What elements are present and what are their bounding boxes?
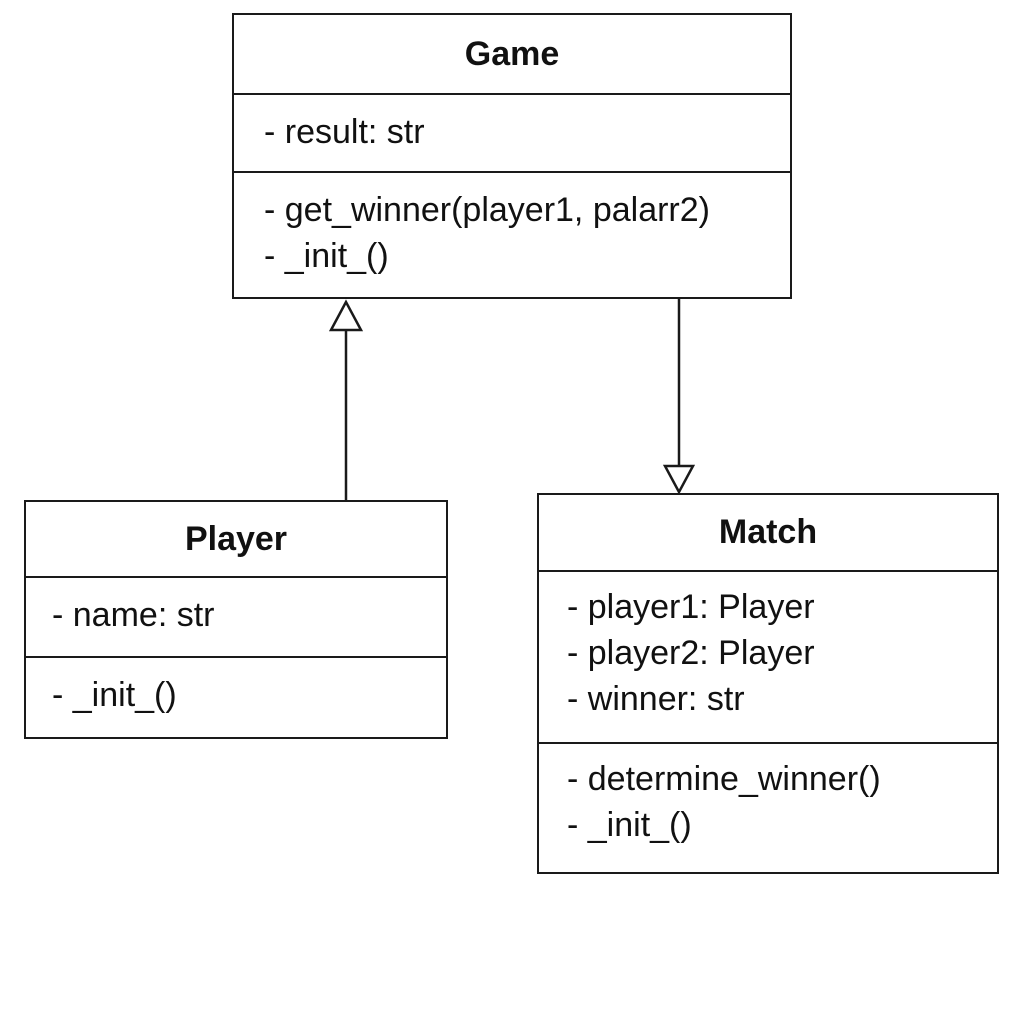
game-to-match-arrowhead-icon <box>662 464 696 495</box>
match-attribute-player1: - player1: Player <box>567 588 815 626</box>
player-operations: - _init_() <box>26 658 446 718</box>
game-attributes: - result: str <box>234 95 790 173</box>
game-attribute-result: - result: str <box>264 113 425 151</box>
match-operations: - determine_winner() - _init_() <box>539 744 997 848</box>
match-operation-init: - _init_() <box>567 806 692 844</box>
game-class-name: Game <box>234 15 790 95</box>
game-class[interactable]: Game - result: str - get_winner(player1,… <box>232 13 792 299</box>
player-operation-init: - _init_() <box>52 676 177 714</box>
player-attribute-name: - name: str <box>52 596 215 634</box>
match-class-name: Match <box>539 495 997 572</box>
match-operation-determine-winner: - determine_winner() <box>567 760 881 798</box>
player-class-name: Player <box>26 502 446 578</box>
player-attributes: - name: str <box>26 578 446 658</box>
match-attributes: - player1: Player - player2: Player - wi… <box>539 572 997 744</box>
game-operation-get-winner: - get_winner(player1, palarr2) <box>264 191 710 229</box>
game-operations: - get_winner(player1, palarr2) - _init_(… <box>234 173 790 279</box>
match-class[interactable]: Match - player1: Player - player2: Playe… <box>537 493 999 874</box>
player-to-game-arrowhead-icon <box>328 299 364 332</box>
match-attribute-winner: - winner: str <box>567 680 745 718</box>
game-operation-init: - _init_() <box>264 237 389 275</box>
match-attribute-player2: - player2: Player <box>567 634 815 672</box>
player-class[interactable]: Player - name: str - _init_() <box>24 500 448 739</box>
